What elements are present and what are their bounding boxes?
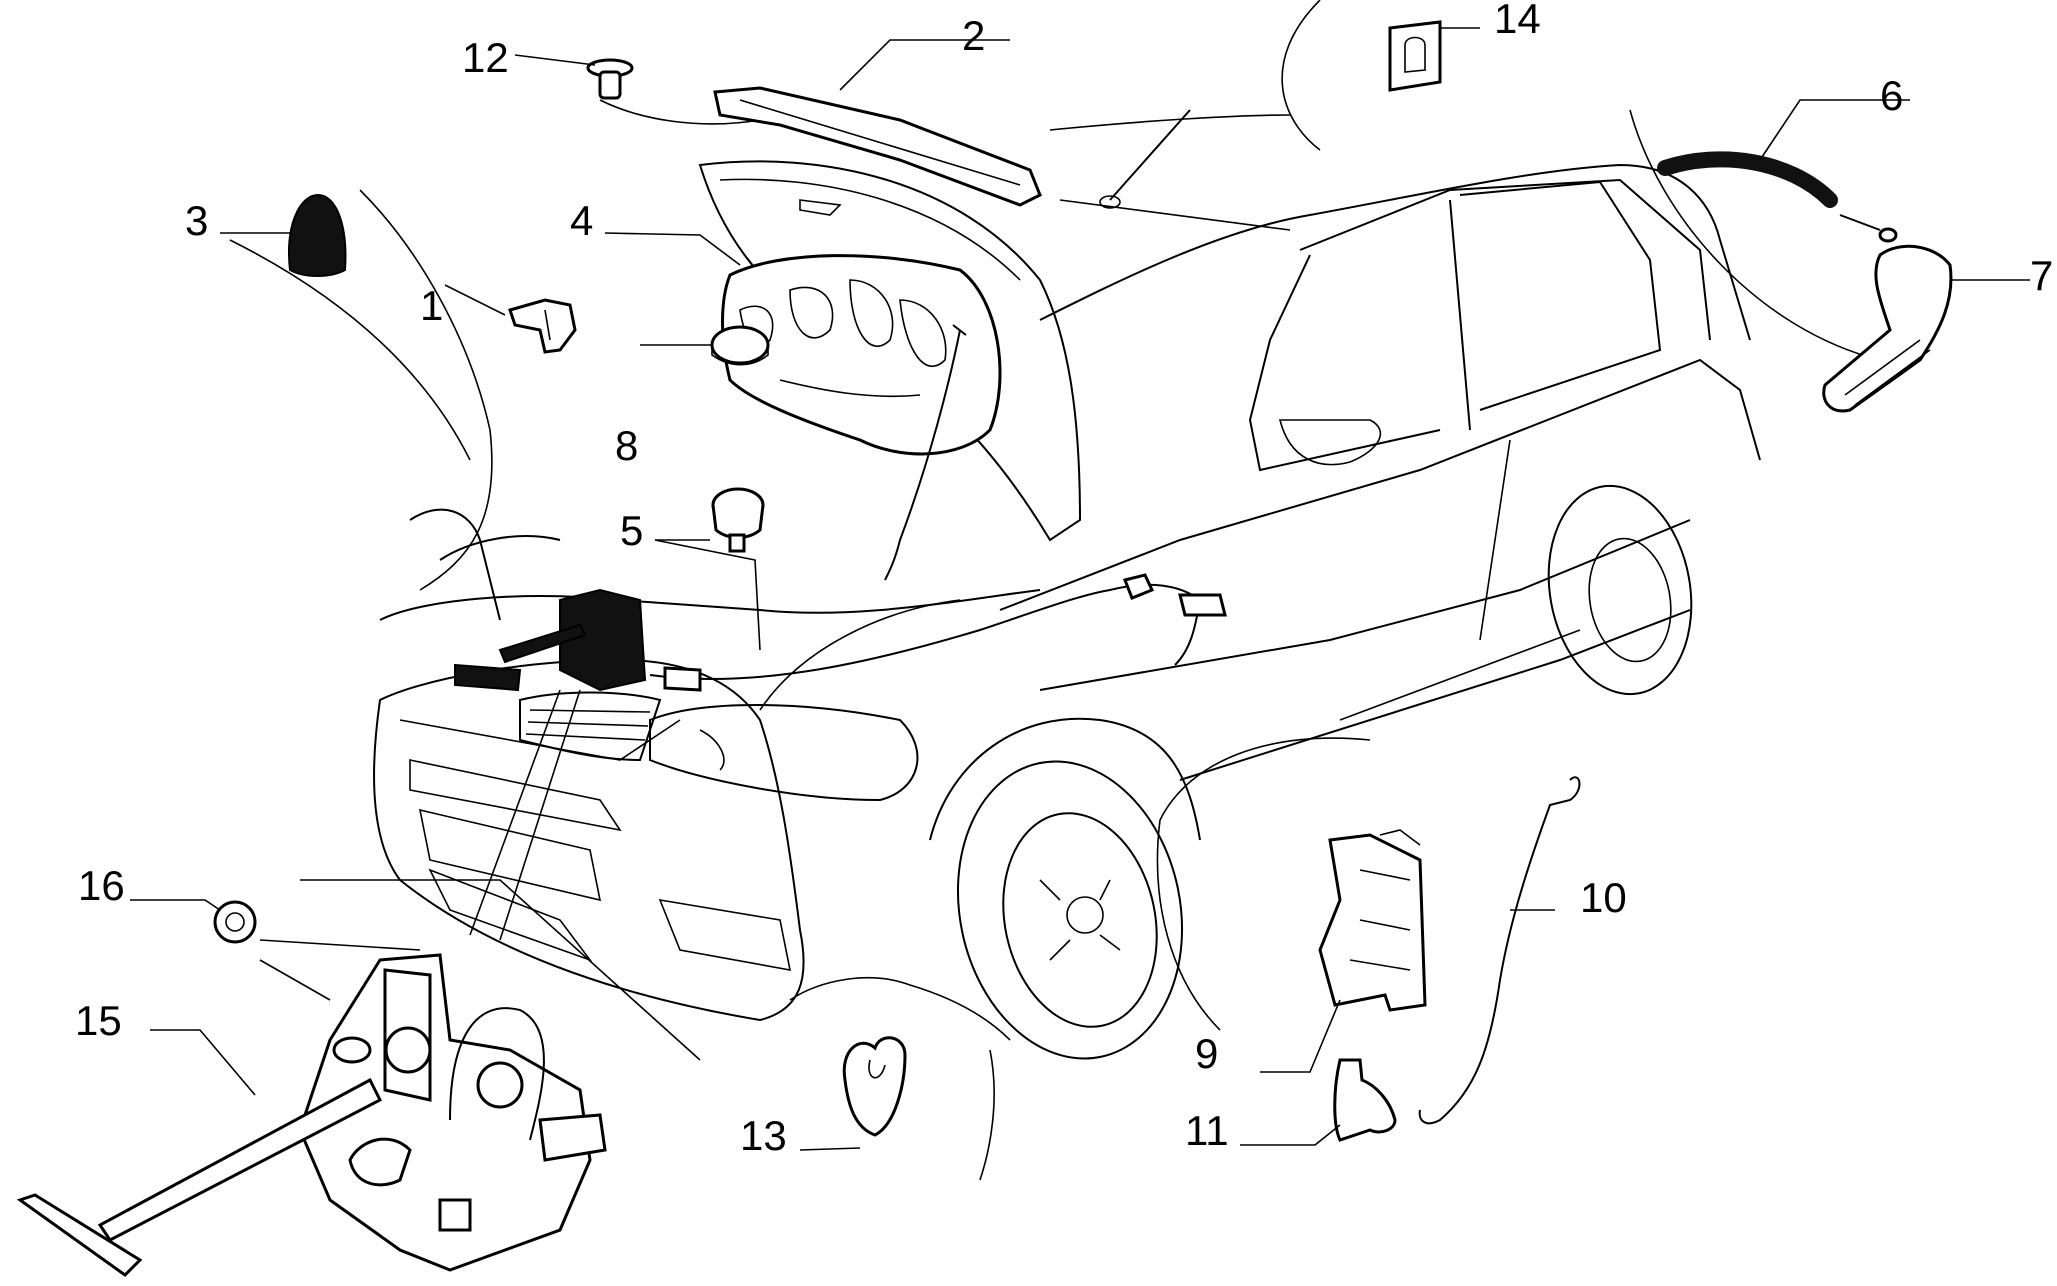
callout-1: 1 [420,282,443,329]
hood-lock-detail [16,900,607,1277]
callout-10: 10 [1580,874,1627,921]
clip-part-11 [1333,1058,1397,1142]
callout-9: 9 [1195,1030,1218,1077]
callout-13: 13 [740,1112,787,1159]
bump-stop-part-3 [288,193,347,277]
callout-11: 11 [1185,1107,1229,1154]
buffer-part-5 [711,487,765,553]
callout-2: 2 [962,12,985,59]
cap-part-8 [710,325,770,366]
callout-12: 12 [462,34,509,81]
clip-part-1 [508,298,577,354]
section-arcs [229,0,1881,1181]
seal-part-6 [1657,151,1898,243]
callout-6: 6 [1880,72,1903,119]
callout-7: 7 [2030,252,2053,299]
detail-leader-15 [469,689,561,936]
hood-prop-rod [884,324,967,581]
callout-5: 5 [620,507,643,554]
clip-part-13 [842,1036,907,1137]
clip-part-12 [586,58,634,100]
callout-4: 4 [570,197,593,244]
rod-part-10 [1418,776,1581,1125]
callout-14: 14 [1494,0,1541,42]
detail-leader-15b [499,689,581,941]
hood-lock-assembly [454,588,647,692]
hood-crossmember [713,86,1042,207]
callout-labels: 12 2 14 3 4 1 6 7 8 5 10 9 11 13 16 15 [75,0,2053,1159]
callout-15: 15 [75,997,122,1044]
release-lever-part-7 [1822,244,1953,413]
release-cable [649,573,1227,692]
leader-lines [130,27,2030,1151]
callout-8: 8 [615,422,638,469]
callout-16: 16 [78,862,125,909]
hood-insulation-panel [721,254,1002,456]
retainer-part-14 [1388,20,1442,92]
callout-3: 3 [185,197,208,244]
bracket-part-9 [1318,829,1427,1012]
